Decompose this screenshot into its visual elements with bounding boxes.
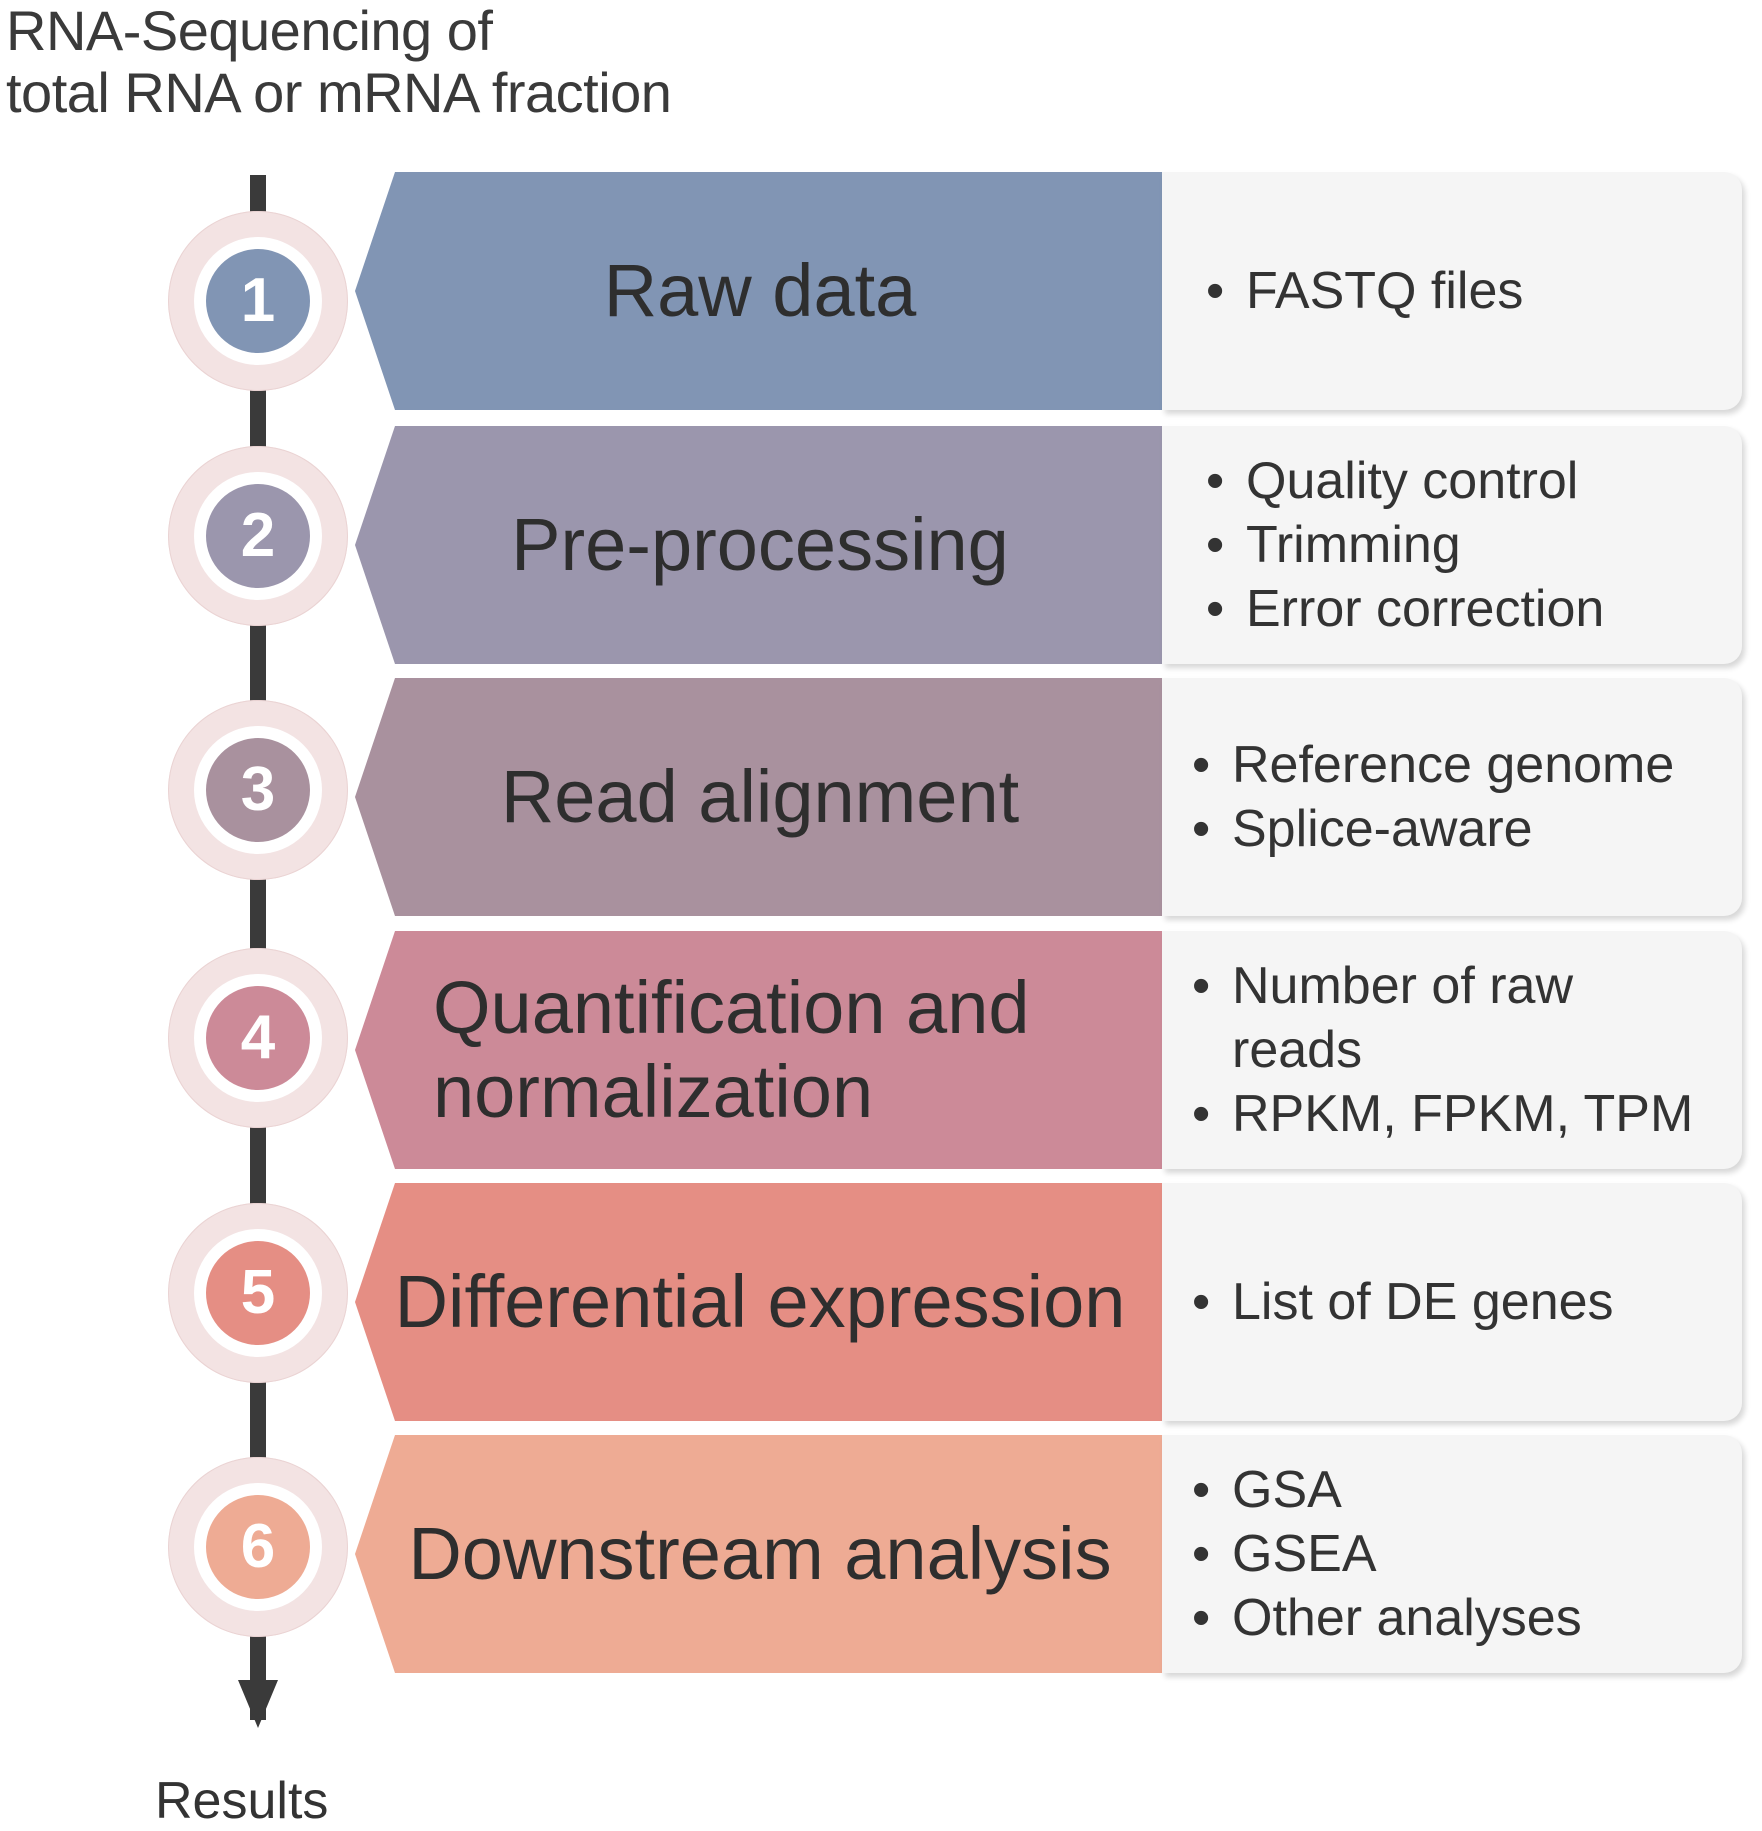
step-3-number: 3 [206,738,310,842]
step-6-banner: Downstream analysis [355,1435,1165,1673]
step-2-title: Pre-processing [511,503,1009,586]
detail-item: Trimming [1206,513,1732,577]
diagram-title: RNA-Sequencing of total RNA or mRNA frac… [6,0,906,124]
step-4-banner: Quantification and normalization [355,931,1165,1169]
detail-item: GSA [1192,1458,1732,1522]
step-6-details: GSA GSEA Other analyses [1162,1435,1742,1673]
step-4-title-line-1: Quantification and [433,966,1030,1049]
detail-item: Reference genome [1192,733,1702,797]
step-6-title: Downstream analysis [408,1512,1112,1595]
detail-item: Quality control [1206,449,1732,513]
timeline-arrowhead [238,1680,278,1728]
step-5-details: List of DE genes [1162,1183,1742,1421]
step-4-title: Quantification and normalization [355,931,1165,1169]
detail-item: Number of raw reads [1192,954,1712,1082]
results-label: Results [155,1772,329,1830]
step-1-number: 1 [206,249,310,353]
step-3-title: Read alignment [500,755,1020,838]
step-2-banner: Pre-processing [355,426,1165,664]
step-3-banner: Read alignment [355,678,1165,916]
detail-item: Splice-aware [1192,797,1702,861]
title-line-1: RNA-Sequencing of [6,0,493,62]
detail-item: FASTQ files [1206,259,1732,323]
step-4-title-line-2: normalization [433,1050,874,1133]
step-4-details: Number of raw reads RPKM, FPKM, TPM [1162,931,1742,1169]
step-5-circle: 5 [168,1203,348,1383]
detail-item: Error correction [1206,577,1732,641]
step-5-title: Differential expression [394,1260,1126,1343]
step-3-details: Reference genome Splice-aware [1162,678,1742,916]
step-1-details: FASTQ files [1162,172,1742,410]
step-2-details: Quality control Trimming Error correctio… [1162,426,1742,664]
step-1-circle: 1 [168,211,348,391]
step-6-number: 6 [206,1495,310,1599]
step-4-circle: 4 [168,948,348,1128]
step-1-title: Raw data [603,249,917,332]
detail-item: GSEA [1192,1522,1732,1586]
detail-item: RPKM, FPKM, TPM [1192,1082,1712,1146]
step-6-circle: 6 [168,1457,348,1637]
step-1-banner: Raw data [355,172,1165,410]
step-2-circle: 2 [168,446,348,626]
step-3-circle: 3 [168,700,348,880]
title-line-2: total RNA or mRNA fraction [6,61,672,124]
step-2-number: 2 [206,484,310,588]
step-4-number: 4 [206,986,310,1090]
step-5-banner: Differential expression [355,1183,1165,1421]
detail-item: List of DE genes [1192,1270,1732,1334]
step-5-number: 5 [206,1241,310,1345]
detail-item: Other analyses [1192,1586,1732,1650]
